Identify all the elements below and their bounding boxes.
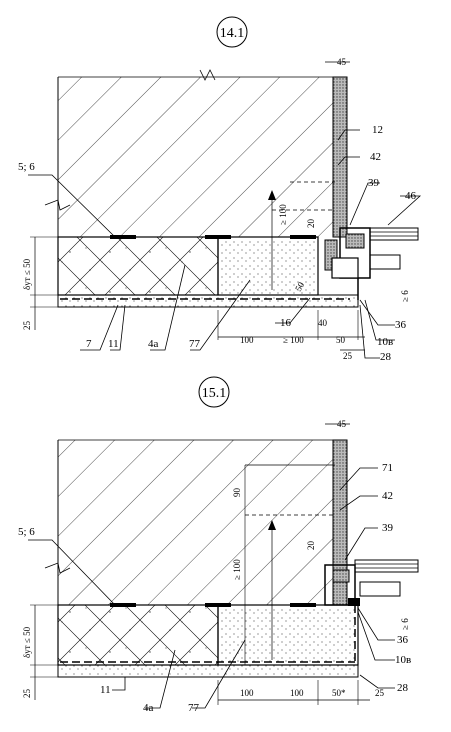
label-28: 28 <box>380 351 392 363</box>
label-5-6: 5; 6 <box>18 526 35 538</box>
break-line <box>199 69 216 81</box>
insulation-77 <box>217 604 359 666</box>
label-39: 39 <box>382 522 394 534</box>
label-4a: 4а <box>148 338 159 350</box>
window-frame <box>324 559 419 606</box>
concrete-slab <box>58 440 333 605</box>
dim-25-left: 25 <box>22 321 32 331</box>
dim-ge-100-vertical: ≥ 100 <box>232 559 242 580</box>
label-77: 77 <box>188 702 200 714</box>
dim-ge-100: ≥ 100 <box>283 335 304 345</box>
detail-title: 14.1 <box>220 26 245 41</box>
label-11: 11 <box>108 338 119 350</box>
label-46: 46 <box>405 190 417 202</box>
dim-ge-100-vertical: ≥ 100 <box>278 204 288 225</box>
dim-100: 100 <box>240 335 254 345</box>
dim-90: 90 <box>232 488 242 498</box>
render-layer <box>57 294 359 308</box>
dim-ge-6: ≥ 6 <box>400 618 410 630</box>
label-7: 7 <box>86 338 92 350</box>
dim-ge-6: ≥ 6 <box>400 290 410 302</box>
dim-50: 50 <box>336 335 346 345</box>
dim-40: 40 <box>318 318 328 328</box>
label-10v: 10в <box>377 336 393 348</box>
label-36: 36 <box>397 634 409 646</box>
label-11: 11 <box>100 684 111 696</box>
detail-title-circle <box>198 376 230 408</box>
label-5-6: 5; 6 <box>18 161 35 173</box>
label-42: 42 <box>382 490 393 502</box>
dim-25-left: 25 <box>22 689 32 699</box>
label-28: 28 <box>397 682 409 694</box>
label-36: 36 <box>395 319 407 331</box>
dim-100-b: 100 <box>290 688 304 698</box>
dim-25: 25 <box>375 688 385 698</box>
dim-50-star: 50* <box>332 688 346 698</box>
dim-45: 45 <box>337 57 347 67</box>
insulation-4a <box>57 236 219 296</box>
label-71: 71 <box>382 462 393 474</box>
detail-15-1: 15.1 <box>18 376 419 714</box>
insulation-77 <box>217 236 319 296</box>
label-4a: 4а <box>143 702 154 714</box>
dim-45: 45 <box>337 419 347 429</box>
dim-25: 25 <box>343 351 353 361</box>
dim-thickness: δут ≤ 50 <box>22 258 32 290</box>
label-42: 42 <box>370 151 381 163</box>
label-77: 77 <box>189 338 201 350</box>
detail-14-1: 14.1 <box>18 16 422 363</box>
concrete-slab <box>58 77 333 237</box>
render-layer <box>57 664 359 678</box>
label-39: 39 <box>368 177 380 189</box>
dim-thickness: δут ≤ 50 <box>22 626 32 658</box>
window-frame <box>324 227 419 300</box>
dim-20: 20 <box>306 219 316 229</box>
dim-20: 20 <box>306 541 316 551</box>
label-16: 16 <box>280 317 292 329</box>
label-12: 12 <box>372 124 383 136</box>
dim-100-a: 100 <box>240 688 254 698</box>
detail-title: 15.1 <box>202 386 227 401</box>
insulation-4a <box>57 604 219 666</box>
detail-title-circle <box>216 16 248 48</box>
label-10v: 10в <box>395 654 411 666</box>
